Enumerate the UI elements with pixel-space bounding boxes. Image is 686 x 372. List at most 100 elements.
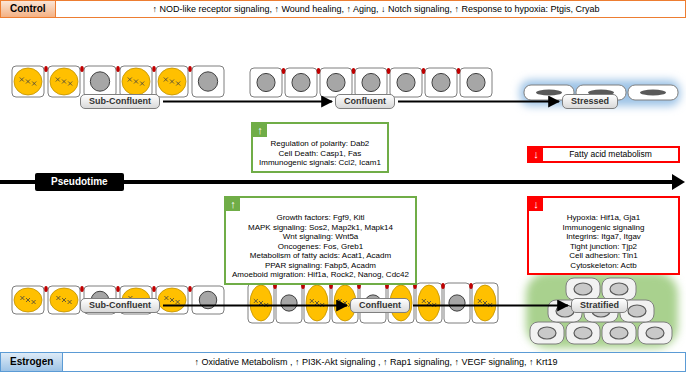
flat-nucleus	[536, 90, 562, 96]
chromosome	[134, 80, 138, 84]
label-text: Sub-Confluent	[89, 300, 151, 311]
flat-nucleus	[640, 90, 666, 96]
chromosome	[338, 299, 342, 303]
cell	[84, 66, 116, 97]
chromosome	[315, 301, 319, 305]
chromosome	[478, 299, 482, 303]
label-text: Confluent	[359, 300, 401, 311]
tight-junction	[80, 66, 84, 72]
chromosome	[20, 78, 24, 82]
chromosome	[422, 299, 426, 303]
stratified-cell	[566, 322, 600, 344]
chromosome	[478, 299, 482, 303]
nucleus	[327, 73, 345, 91]
tight-junction	[116, 286, 120, 292]
direction-marker: ↓	[529, 148, 543, 161]
chromosome	[338, 299, 342, 303]
stage-arrow	[163, 101, 332, 103]
tight-junction	[387, 68, 391, 74]
tight-junction	[457, 68, 461, 74]
cell	[156, 286, 188, 314]
chromosome	[20, 78, 24, 82]
chromosome	[68, 300, 72, 304]
stage-label: Sub-Confluent	[80, 94, 160, 109]
chromosome	[26, 298, 30, 302]
axis-arrowhead	[672, 174, 685, 190]
cell	[12, 66, 44, 97]
nucleus	[538, 327, 556, 339]
stratified-glow	[526, 272, 678, 348]
nucleus	[362, 73, 380, 91]
nucleus	[646, 327, 664, 339]
stage-arrow	[163, 305, 347, 307]
chromosome	[68, 82, 72, 86]
dividing-nucleus	[418, 285, 440, 321]
tight-junction	[80, 286, 84, 292]
chromosome	[62, 80, 66, 84]
chromosome	[62, 298, 66, 302]
chromosome	[310, 299, 314, 303]
label-text: PPAR signaling: Fabp5, Acadm	[232, 261, 409, 271]
downregulated-box: ↓Fatty acid metabolism	[527, 146, 680, 163]
label-text: Oncogenes: Fos, Greb1	[232, 242, 409, 252]
cell-illustration	[12, 66, 680, 348]
label-text: Stressed	[571, 96, 609, 107]
chromosome	[164, 296, 168, 300]
downregulated-box: ↓Hypoxia: Hif1a, Gja1Immunogenic signali…	[527, 196, 680, 275]
direction-marker: ↑	[253, 124, 267, 137]
chromosome	[170, 298, 174, 302]
tight-junction	[116, 66, 120, 72]
dividing-nucleus	[122, 68, 150, 95]
cell	[460, 68, 492, 97]
nucleus	[467, 73, 485, 91]
stratified-cell	[566, 278, 600, 300]
label-text: Stratified	[580, 300, 619, 311]
dividing-nucleus	[14, 68, 42, 95]
chromosome	[26, 298, 30, 302]
label-text: ↑ Oxidative Metabolism , ↑ PI3K-Akt sign…	[67, 353, 685, 371]
stratified-cell	[638, 322, 672, 344]
label-text: MAPK signaling: Sos2, Map2k1, Mapk14	[232, 223, 409, 233]
cell	[250, 68, 282, 97]
tight-junction	[152, 286, 156, 292]
chromosome	[422, 299, 426, 303]
cell	[120, 66, 152, 97]
nucleus	[281, 295, 297, 311]
label-text: Metabolism of fatty acids: Acat1, Acadm	[232, 251, 409, 261]
cell	[192, 66, 224, 97]
cell	[156, 66, 188, 97]
chromosome	[259, 301, 263, 305]
label-text: Control	[10, 1, 46, 17]
label-text: Tight junction: Tjp2	[535, 242, 672, 252]
chromosome	[343, 301, 347, 305]
label-text: Growth factors: Fgf9, Kitl	[232, 213, 409, 223]
nucleus	[257, 73, 275, 91]
chromosome	[62, 80, 66, 84]
stratified-cell	[602, 278, 636, 300]
chromosome	[140, 82, 144, 86]
tight-junction	[317, 68, 321, 74]
stage-label: Confluent	[350, 298, 410, 313]
condition-tag: Control	[1, 1, 56, 17]
stage-label: Stratified	[571, 298, 628, 313]
chromosome	[32, 82, 36, 86]
chromosome	[310, 299, 314, 303]
chromosome	[176, 82, 180, 86]
label-text: Cell adhesion: Tln1	[535, 251, 672, 261]
chromosome	[176, 300, 180, 304]
dividing-nucleus	[50, 288, 78, 312]
label-text: Estrogen	[10, 353, 53, 371]
chromosome	[56, 78, 60, 82]
chromosome	[56, 78, 60, 82]
nucleus	[628, 305, 646, 317]
label-text: Integrins: Itga7, Itgav	[535, 232, 672, 242]
label-text: ↑ NOD-like receptor signaling, ↑ Wound h…	[67, 1, 685, 17]
nucleus	[610, 283, 628, 295]
dividing-nucleus	[158, 288, 186, 312]
chromosome	[32, 82, 36, 86]
nucleus	[397, 73, 415, 91]
nucleus	[574, 327, 592, 339]
tight-junction	[188, 66, 192, 72]
tight-junction	[352, 68, 356, 74]
cell	[192, 286, 224, 314]
